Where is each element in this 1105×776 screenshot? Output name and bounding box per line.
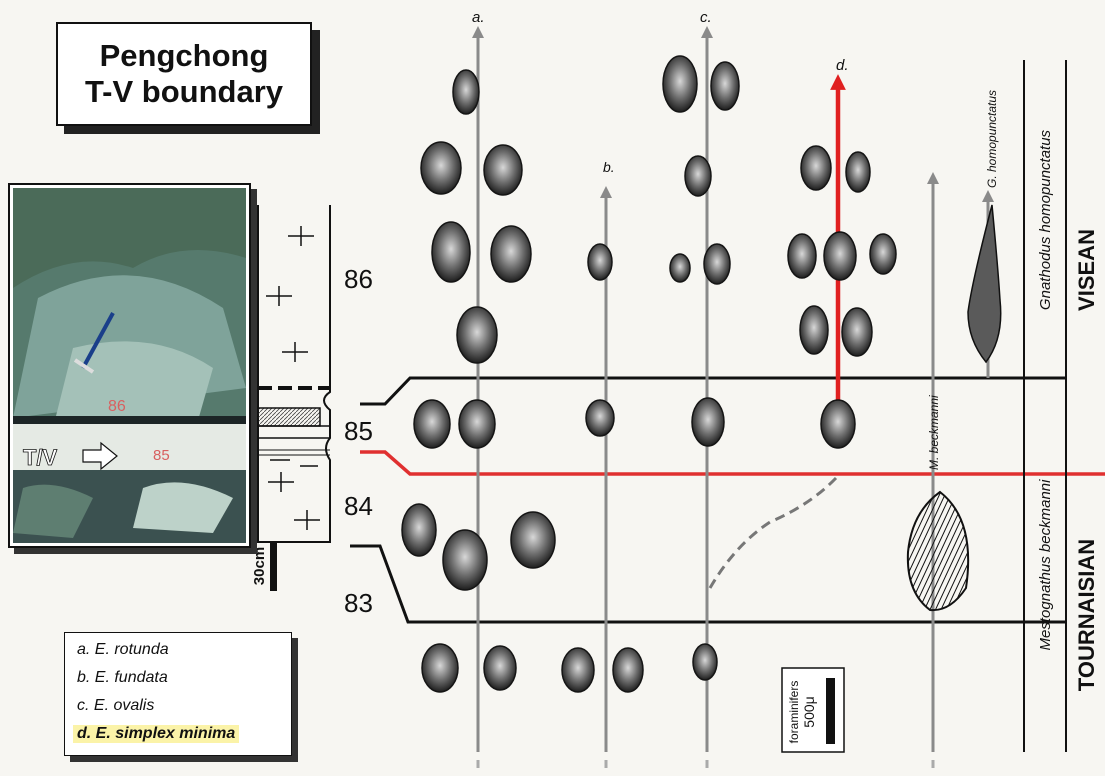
lineage-a-label: a. xyxy=(472,9,485,26)
photo-bed-86-marker: 86 xyxy=(108,398,126,415)
m-beckmanni-label: M. beckmanni xyxy=(927,395,941,470)
bed-86-label: 86 xyxy=(344,264,373,294)
lineage-b-label: b. xyxy=(603,159,615,175)
foraminifer-specimens xyxy=(402,56,896,692)
scale-bar xyxy=(270,541,277,591)
bed-84-label: 84 xyxy=(344,491,373,521)
title-line-1: Pengchong xyxy=(100,38,269,74)
lineage-arrows xyxy=(478,32,988,776)
lower-zone-label: Mestognathus beckmanni xyxy=(1037,479,1054,651)
lineage-c-label: c. xyxy=(700,9,712,26)
legend-item-a: a. E. rotunda xyxy=(77,641,169,659)
bed-numbers: 86 85 84 83 xyxy=(344,264,373,618)
title-line-2: T-V boundary xyxy=(85,74,283,110)
species-legend: a. E. rotunda b. E. fundata c. E. ovalis… xyxy=(64,632,292,756)
scale-bar-label-size: 500μ xyxy=(801,696,817,727)
mestognathus-specimen xyxy=(908,492,968,610)
legend-item-d: d. E. simplex minima xyxy=(73,725,239,743)
bed-83-label: 83 xyxy=(344,588,373,618)
tv-label: T/V xyxy=(23,445,58,470)
legend-item-b: b. E. fundata xyxy=(77,669,168,687)
stage-visean: VISEAN xyxy=(1074,229,1099,311)
gnathodus-specimen xyxy=(968,205,1001,362)
bed-85-label: 85 xyxy=(344,416,373,446)
title-box: Pengchong T-V boundary xyxy=(56,22,312,126)
foram-scale-bar: foraminifers 500μ xyxy=(782,668,844,752)
photo-bed-85-marker: 85 xyxy=(153,447,170,464)
scale-label: 30cm xyxy=(251,547,268,585)
scale-bar-label-unit: foraminifers xyxy=(787,681,801,744)
g-homopunctatus-label: G. homopunctatus xyxy=(985,90,999,188)
lineage-letters: a. b. c. d. xyxy=(472,9,849,175)
stage-tournaisian: TOURNAISIAN xyxy=(1074,539,1099,691)
upper-zone-label: Gnathodus homopunctatus xyxy=(1037,129,1054,310)
legend-item-c: c. E. ovalis xyxy=(77,697,154,715)
lineage-d-label: d. xyxy=(836,57,849,74)
outcrop-photo: 86 85 T/V xyxy=(10,185,249,546)
conodont-elements xyxy=(908,205,1001,610)
stratigraphic-column xyxy=(258,205,330,591)
